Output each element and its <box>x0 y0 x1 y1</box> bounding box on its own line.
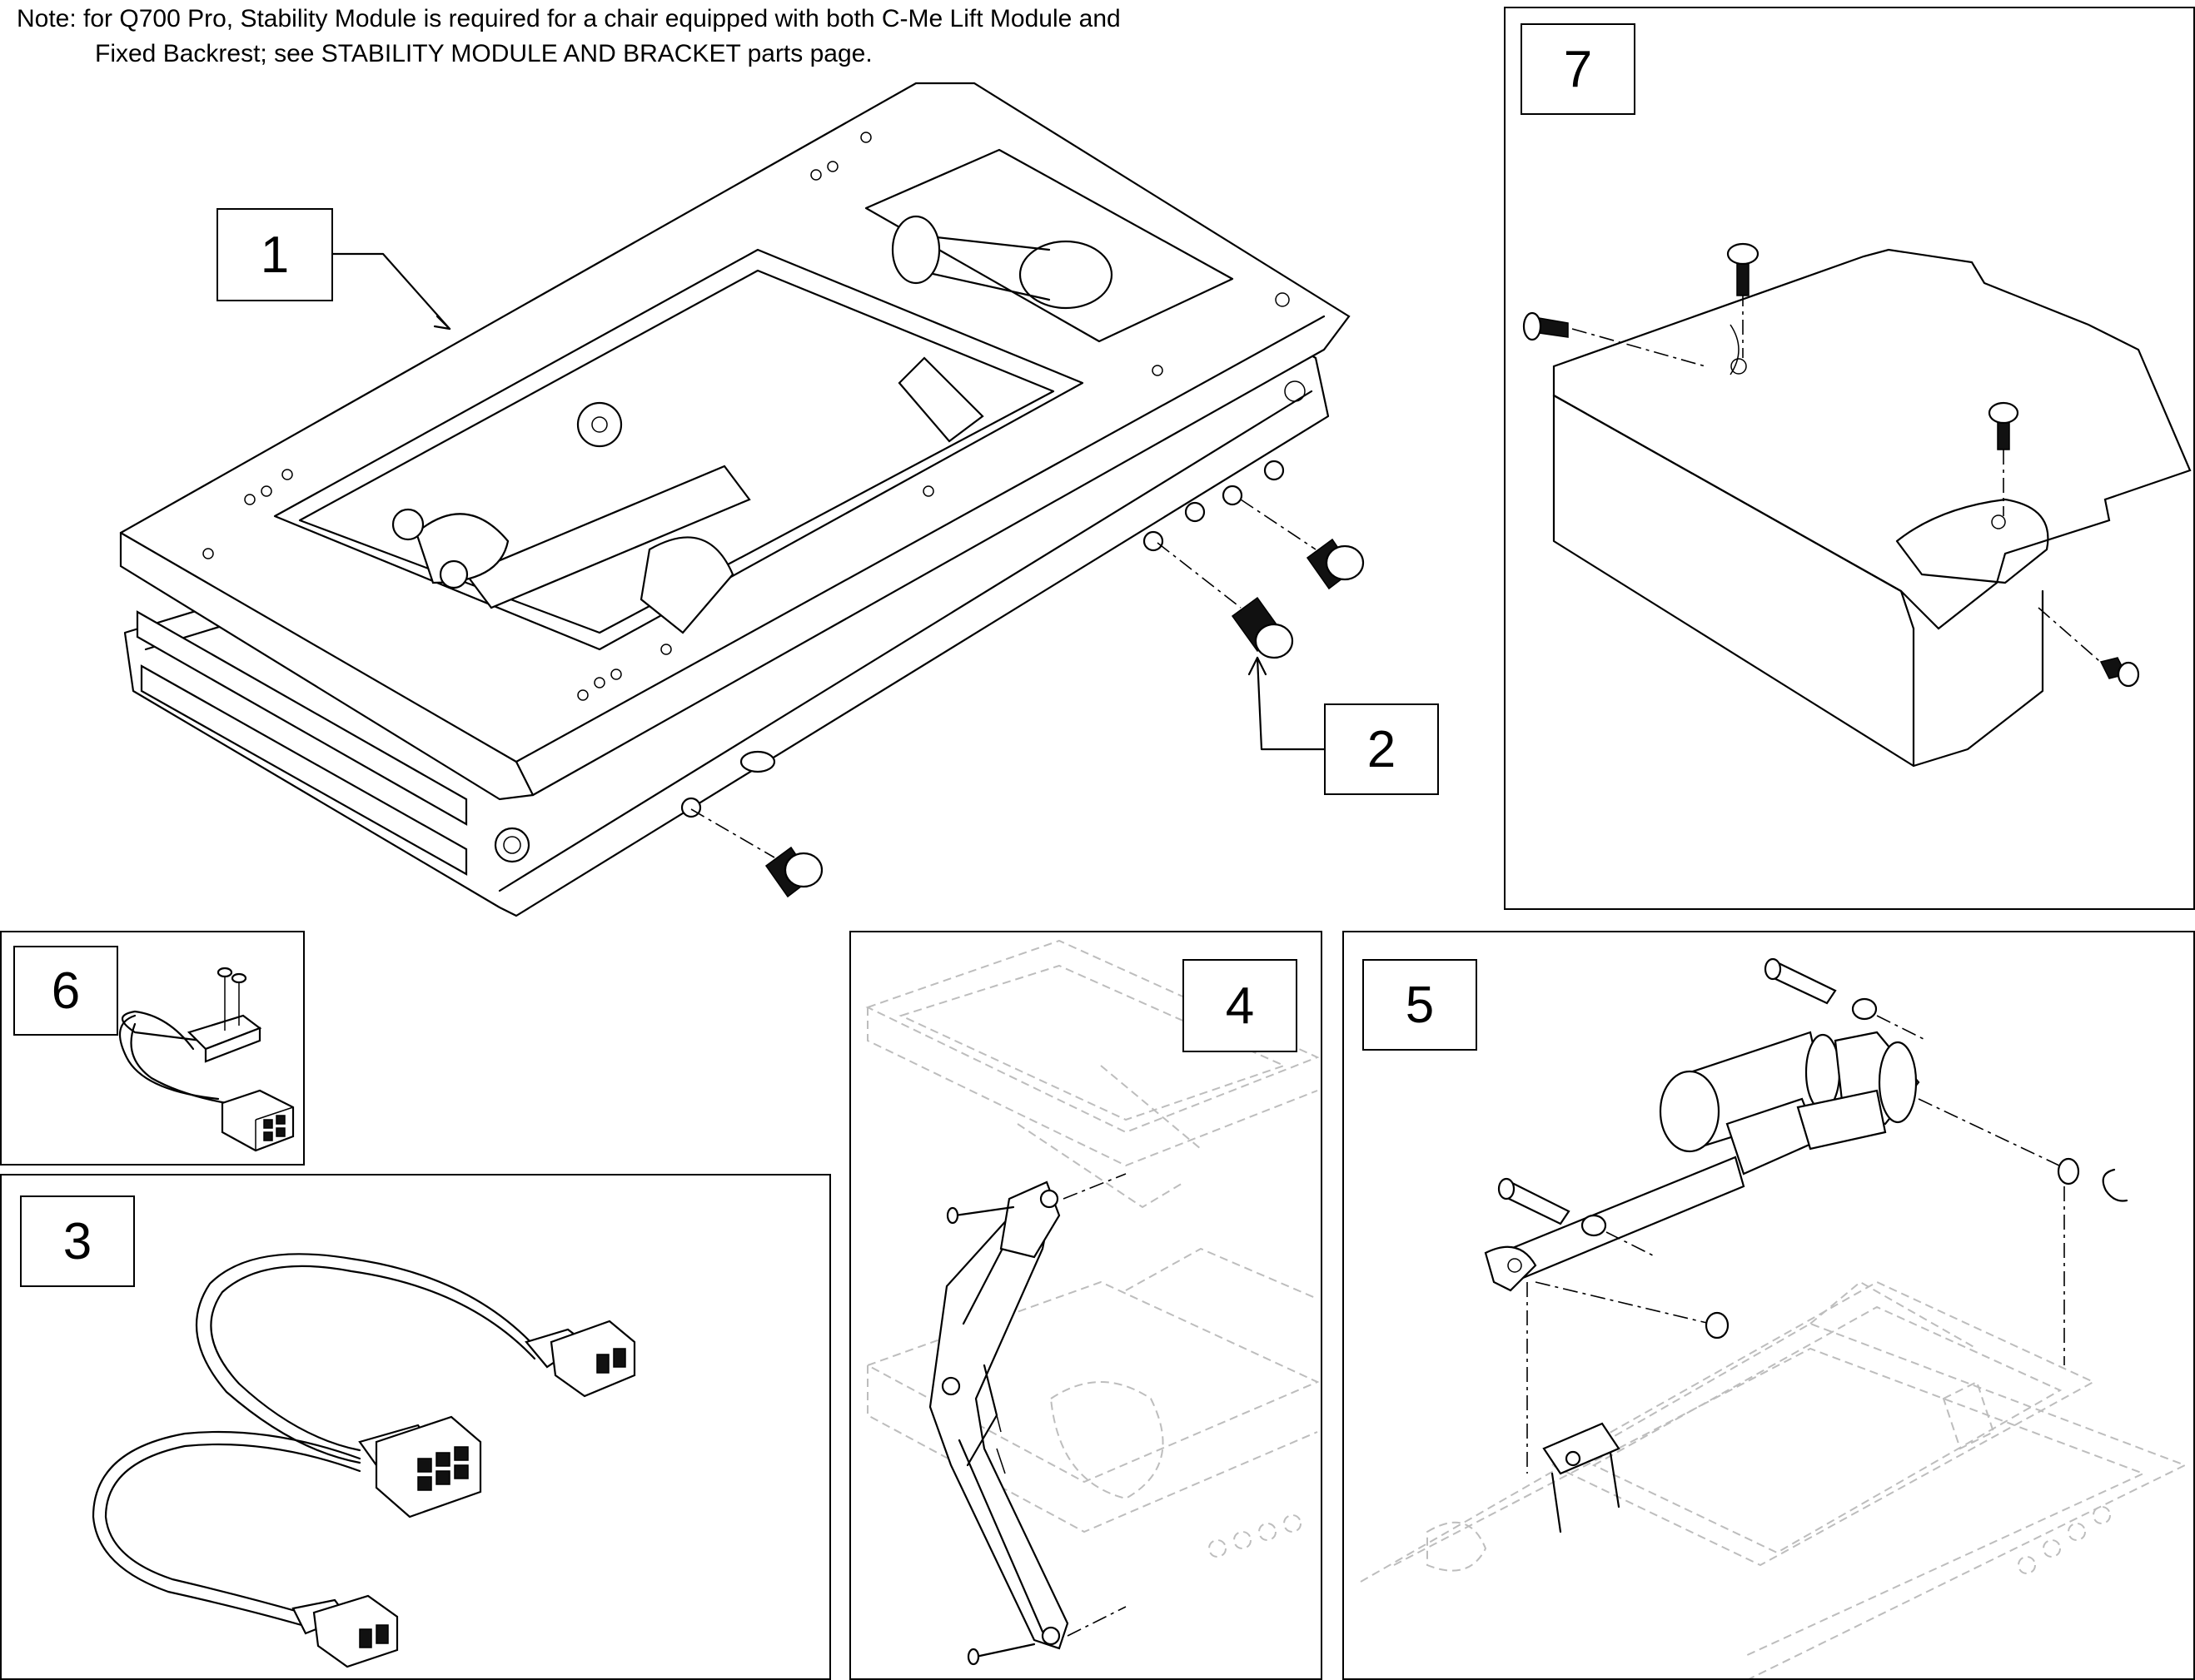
note-line-1: Note: for Q700 Pro, Stability Module is … <box>17 5 1121 32</box>
callout-3: 3 <box>20 1195 135 1287</box>
socket-screw-icon <box>690 808 824 898</box>
assembly-note: Note: for Q700 Pro, Stability Module is … <box>17 2 1121 72</box>
lift-module-frame-drawing <box>119 82 1365 917</box>
bolt-icon <box>946 1173 1127 1225</box>
callout-6: 6 <box>13 946 118 1036</box>
screw-icon <box>1726 242 1759 358</box>
actuator-drawing <box>1360 957 2188 1678</box>
screw-icon <box>2038 607 2140 688</box>
callout-1: 1 <box>217 208 333 301</box>
clip-icon <box>1705 1311 1730 1340</box>
switch-cable-drawing <box>118 967 295 1152</box>
harness-cable-drawing <box>92 1253 636 1668</box>
panel-5-actuator: 5 <box>1342 931 2195 1680</box>
clip-icon <box>2102 1168 2128 1202</box>
clip-icon <box>2057 1157 2080 1185</box>
panel-4-link-arm: 4 <box>849 931 1322 1680</box>
callout-4: 4 <box>1182 959 1297 1052</box>
note-line-2: Fixed Backrest; see STABILITY MODULE AND… <box>95 40 873 67</box>
callout-7: 7 <box>1521 23 1635 115</box>
bolt-icon <box>967 1606 1127 1666</box>
pin-icon <box>1497 1177 1657 1258</box>
callout-5: 5 <box>1362 959 1477 1051</box>
panel-3-harness-cable: 3 <box>0 1174 831 1680</box>
socket-screw-icon <box>1240 499 1365 590</box>
callout-2: 2 <box>1324 703 1439 795</box>
panel-6-switch-cable: 6 <box>0 931 305 1166</box>
socket-screw-icon <box>1157 542 1294 659</box>
screw-icon <box>1988 401 2019 516</box>
stability-cover-drawing <box>1522 242 2192 768</box>
link-arm-drawing <box>865 939 1320 1666</box>
panel-7-stability-cover: 7 <box>1504 7 2195 910</box>
pin-icon <box>1764 957 1928 1041</box>
screw-icon <box>1522 311 1706 367</box>
